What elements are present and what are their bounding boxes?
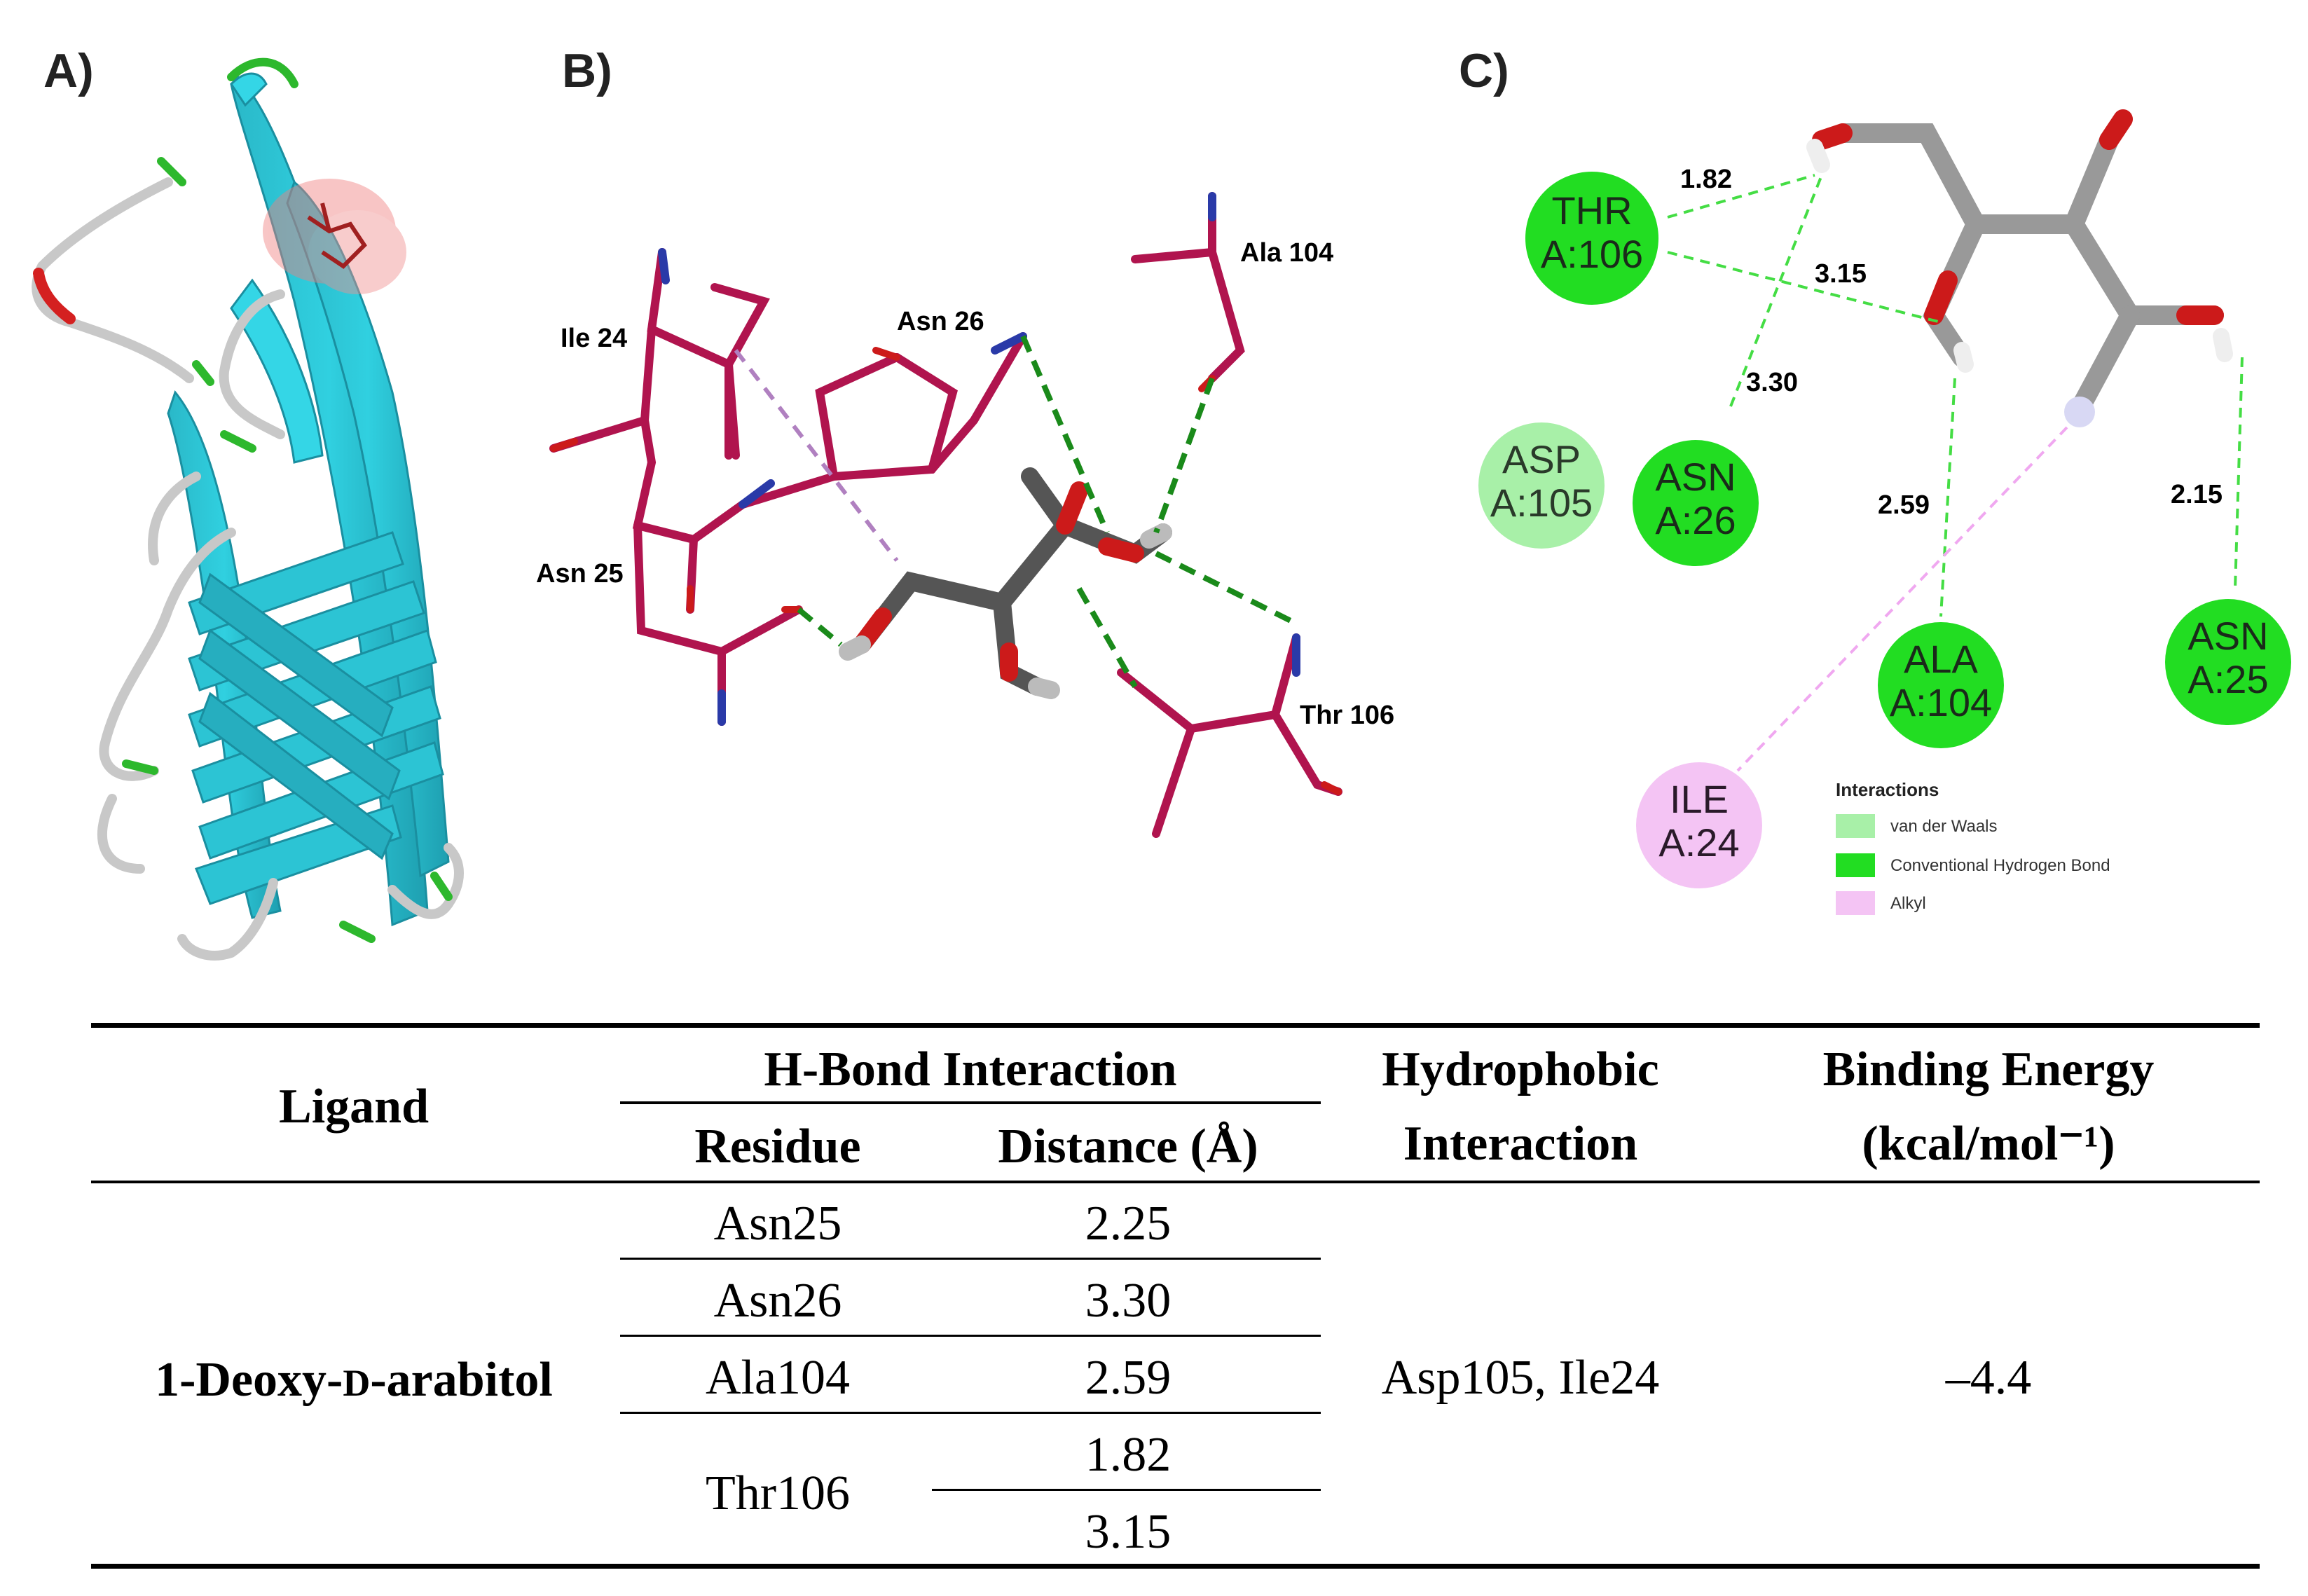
legend-title: Interactions (1836, 779, 1939, 800)
ligand-name-small-caps: D (343, 1362, 371, 1404)
residue-asn25: ASN A:25 (2162, 614, 2295, 701)
distance-label: 2.59 (1878, 490, 1930, 520)
header-energy-line2: (kcal/mol⁻¹) (1862, 1117, 2115, 1171)
residue-name: THR (1551, 188, 1633, 233)
cell-residue: Ala104 (705, 1351, 851, 1405)
distance-label: 2.15 (2171, 480, 2223, 509)
legend-item-alkyl: Alkyl (1890, 894, 1926, 913)
residue-thr106: THR A:106 (1525, 189, 1658, 276)
residue-label-asn25: Asn 25 (536, 559, 624, 589)
header-hydrophobic-line1: Hydrophobic (1382, 1043, 1659, 1096)
legend-item-vdw: van der Waals (1890, 817, 1998, 836)
residue-label-ala104: Ala 104 (1240, 238, 1334, 268)
ligand-name-prefix: 1-Deoxy- (155, 1353, 343, 1407)
protein-ribbon-illustration (32, 57, 464, 961)
row-rule (620, 1258, 1321, 1260)
cell-residue: Asn25 (713, 1197, 842, 1251)
header-bottom-rule (91, 1181, 2260, 1183)
cell-distance: 3.30 (1085, 1274, 1172, 1328)
residue-asp105: ASP A:105 (1475, 438, 1608, 525)
header-ligand: Ligand (279, 1080, 429, 1134)
residue-name: ILE (1669, 777, 1729, 821)
legend: Interactions (1836, 779, 1939, 801)
residue-label-ile24: Ile 24 (561, 324, 628, 353)
header-distance: Distance (Å) (998, 1120, 1258, 1174)
distance-label: 1.82 (1680, 165, 1732, 194)
distance-label: 3.30 (1746, 368, 1798, 397)
distance-label: 3.15 (1815, 259, 1867, 289)
row-rule (932, 1489, 1321, 1491)
panel-b-label: B) (562, 44, 612, 97)
cell-distance: 2.59 (1085, 1351, 1172, 1405)
cell-hydrophobic: Asp105, Ile24 (1381, 1351, 1660, 1405)
cell-distance: 1.82 (1085, 1428, 1172, 1482)
table-bottom-rule (91, 1564, 2260, 1569)
residue-name: ASP (1502, 437, 1581, 481)
residue-name: ALA (1904, 637, 1978, 681)
hbond-group-rule (620, 1101, 1321, 1104)
ligand-name-suffix: -arabitol (370, 1353, 553, 1407)
residue-id: A:106 (1540, 232, 1644, 276)
residue-id: A:24 (1658, 820, 1740, 865)
residue-ile24: ILE A:24 (1633, 778, 1766, 865)
cell-residue: Thr106 (705, 1466, 851, 1520)
residue-asn26: ASN A:26 (1629, 455, 1762, 542)
row-rule (620, 1335, 1321, 1337)
panel-a-label: A) (43, 44, 94, 97)
header-energy-line1: Binding Energy (1822, 1043, 2155, 1096)
residue-name: ASN (2187, 614, 2269, 658)
header-hydrophobic-line2: Interaction (1403, 1117, 1638, 1171)
panel-c-label: C) (1459, 44, 1509, 97)
cell-residue: Asn26 (713, 1274, 842, 1328)
cell-binding-energy: –4.4 (1945, 1351, 2032, 1405)
cell-distance: 2.25 (1085, 1197, 1172, 1251)
header-residue: Residue (694, 1120, 861, 1174)
residue-ala104: ALA A:104 (1874, 638, 2007, 724)
residue-id: A:26 (1655, 498, 1736, 542)
legend-item-hbond: Conventional Hydrogen Bond (1890, 856, 2110, 875)
residue-id: A:25 (2187, 657, 2269, 701)
header-hbond-group: H-Bond Interaction (764, 1043, 1177, 1096)
residue-label-thr106: Thr 106 (1300, 701, 1395, 730)
residue-name: ASN (1655, 455, 1736, 499)
table-top-rule (91, 1023, 2260, 1028)
residue-label-asn26: Asn 26 (897, 307, 984, 336)
row-rule (620, 1412, 1321, 1414)
ligand-name: 1-Deoxy-D-arabitol (155, 1356, 553, 1405)
residue-id: A:104 (1889, 680, 1993, 724)
residue-id: A:105 (1490, 481, 1593, 525)
cell-distance: 3.15 (1085, 1505, 1172, 1559)
